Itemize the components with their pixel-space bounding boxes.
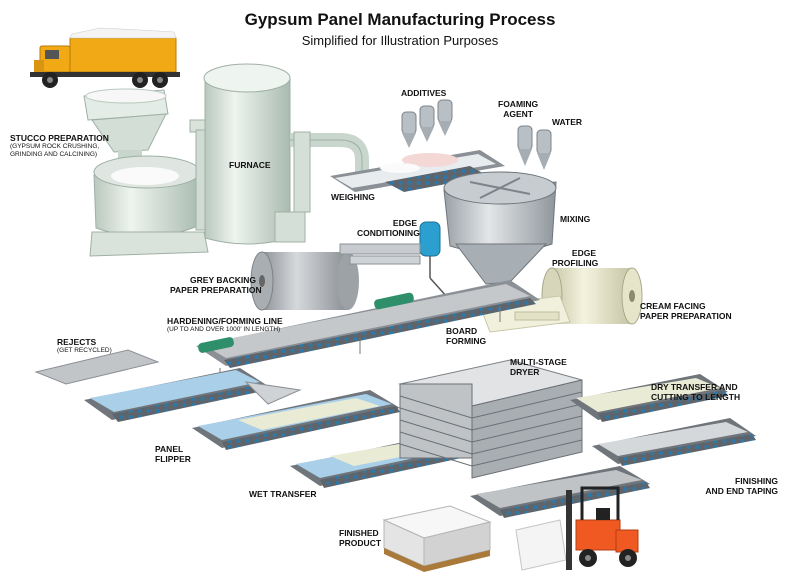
label-furnace: FURNACE: [229, 160, 271, 170]
edge-conditioning-tank: [419, 221, 449, 299]
weighing-conveyor: [330, 150, 505, 192]
label-mixing: MIXING: [560, 214, 591, 224]
label-additives: ADDITIVES: [401, 88, 447, 98]
label-stucco-preparation: STUCCO PREPARATION (GYPSUM ROCK CRUSHING…: [10, 133, 109, 158]
label-water: WATER: [552, 117, 583, 127]
multi-stage-dryer: [398, 359, 583, 479]
label-wet-transfer: WET TRANSFER: [249, 489, 317, 499]
forming-line: [196, 280, 540, 382]
mixer: [443, 171, 557, 285]
page-subtitle: Simplified for Illustration Purposes: [301, 33, 499, 48]
dry-transfer-conveyor: [570, 374, 756, 466]
stucco-hopper: [83, 88, 209, 257]
grey-backing-paper-roll: [250, 243, 421, 311]
label-hardening-line: HARDENING/FORMING LINE (UP TO AND OVER 1…: [167, 316, 283, 333]
furnace: [189, 63, 369, 245]
dump-truck-icon: [30, 27, 180, 88]
rejects-panel: [34, 349, 160, 385]
finishing-conveyor: [470, 466, 650, 518]
forklift-icon: [515, 486, 639, 571]
page-title: Gypsum Panel Manufacturing Process: [244, 10, 556, 29]
label-rejects: REJECTS (GET RECYCLED): [57, 337, 112, 354]
foaming-water-silos: [517, 125, 552, 170]
label-weighing: WEIGHING: [331, 192, 375, 202]
finished-product-stack: [382, 505, 492, 572]
panel-flipper: [84, 368, 302, 422]
additive-silos: [401, 99, 453, 148]
